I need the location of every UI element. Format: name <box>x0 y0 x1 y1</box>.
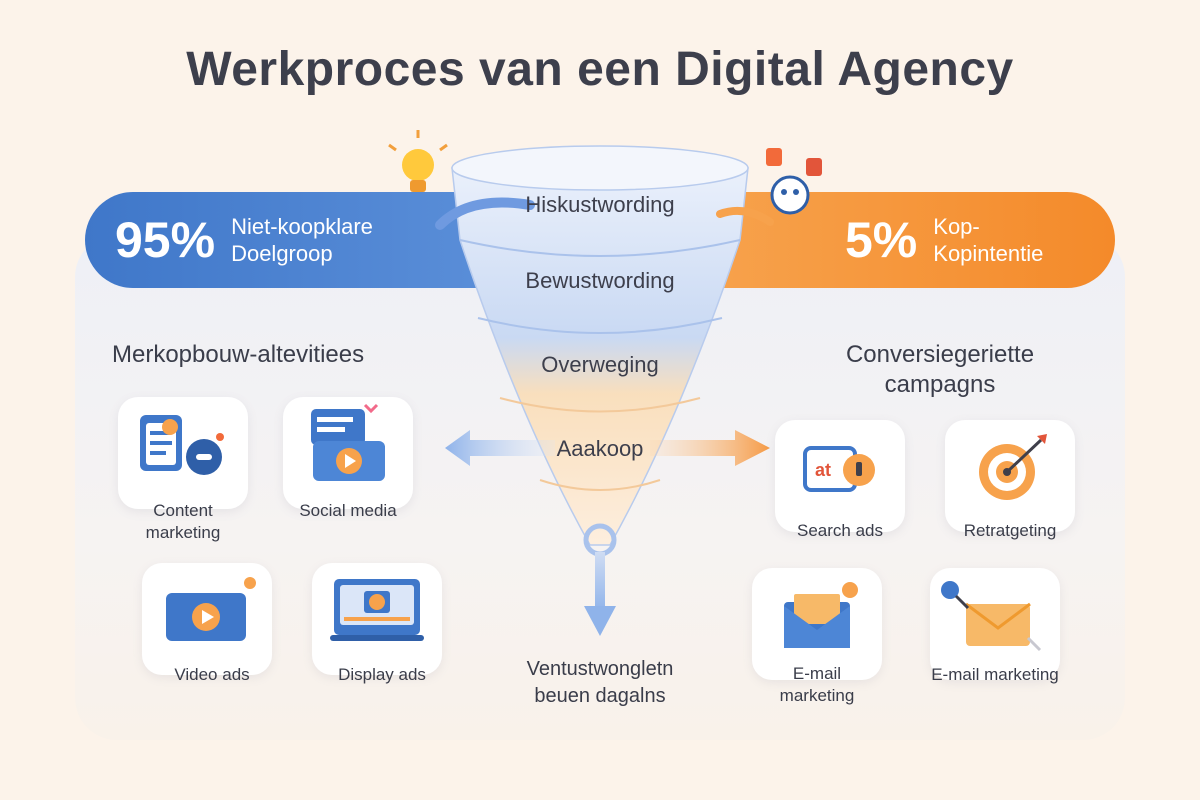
funnel-stage-2: Bewustwording <box>525 268 675 293</box>
card-search-ads-label: Search ads <box>755 520 925 542</box>
card-label-line1: Social media <box>299 501 397 520</box>
svg-text:at: at <box>815 460 831 480</box>
left-banner-label: Niet-koopklare Doelgroop <box>231 213 373 267</box>
card-display-ads[interactable] <box>312 563 442 675</box>
card-label-line2: marketing <box>779 686 855 705</box>
funnel-stage-1: Hiskustwording <box>525 192 675 217</box>
right-section-heading-line1: Conversiegeriette <box>845 341 1035 368</box>
funnel-stage-3: Overweging <box>541 352 659 377</box>
left-banner-label-line1: Niet-koopklare <box>231 214 373 239</box>
left-section-heading: Merkopbouw-altevitiees <box>112 341 365 368</box>
page-title: Werkproces van een Digital Agency <box>186 43 1014 96</box>
funnel-stage-4: Aaakoop <box>556 436 644 461</box>
card-label-line1: Display ads <box>338 665 426 684</box>
card-video-ads[interactable] <box>142 563 272 675</box>
card-label-line1: E-mail <box>792 664 842 683</box>
left-arrow <box>445 430 555 466</box>
content-document-icon <box>140 415 224 475</box>
email-envelope-icon <box>784 582 858 648</box>
card-video-ads-label: Video ads <box>127 664 297 686</box>
card-label-line1: Search ads <box>797 521 883 540</box>
card-retargeting[interactable] <box>945 420 1075 532</box>
target-icon <box>979 434 1047 500</box>
card-content-marketing-label: Content marketing <box>98 500 268 544</box>
card-label-line1: Content <box>153 501 213 520</box>
card-social-media[interactable] <box>283 397 413 509</box>
card-email-marketing-2[interactable] <box>930 568 1060 680</box>
funnel-body <box>451 167 749 546</box>
video-play-icon <box>166 577 256 641</box>
left-banner: 95% Niet-koopklare Doelgroop <box>85 192 505 288</box>
funnel-rim <box>451 145 749 191</box>
right-banner-label-line1: Kop- <box>933 214 980 239</box>
right-section-heading-line2: campagns <box>884 371 996 398</box>
swoosh-arrow <box>435 197 535 230</box>
card-search-ads[interactable]: at <box>775 420 905 532</box>
right-section-heading: Conversiegeriette campagns <box>790 340 1090 400</box>
right-banner-label-line2: Kopintentie <box>933 241 1044 266</box>
display-monitor-icon <box>330 579 424 641</box>
card-email-marketing-2-label: E-mail marketing <box>910 664 1080 686</box>
card-label-line2: marketing <box>145 523 221 542</box>
funnel-bottom-label: Ventustwongletn beuen dagalns <box>450 656 750 710</box>
card-content-marketing[interactable] <box>118 397 248 509</box>
email-search-icon <box>941 581 1042 652</box>
card-email-marketing-1[interactable] <box>752 568 882 680</box>
lightbulb-icon <box>388 130 448 192</box>
right-banner-percent: 5% <box>845 212 918 268</box>
social-media-play-icon <box>311 403 385 481</box>
funnel-bottom-label-line2: beuen dagalns <box>534 685 666 707</box>
right-banner-label: Kop- Kopintentie <box>933 213 1043 267</box>
mascot-icon <box>766 148 822 215</box>
search-at-icon: at <box>803 446 875 492</box>
card-label-line1: Retratgeting <box>963 521 1057 540</box>
card-social-media-label: Social media <box>263 500 433 522</box>
card-label-line1: Video ads <box>174 665 250 684</box>
card-email-marketing-1-label: E-mail marketing <box>732 663 902 707</box>
card-label-line1: E-mail marketing <box>931 665 1059 684</box>
card-retargeting-label: Retratgeting <box>925 520 1095 542</box>
funnel-bottom-label-line1: Ventustwongletn <box>526 658 674 680</box>
right-arrow <box>650 430 770 466</box>
left-banner-percent: 95% <box>115 212 216 268</box>
card-display-ads-label: Display ads <box>297 664 467 686</box>
down-arrow <box>583 523 617 636</box>
left-banner-label-line2: Doelgroop <box>231 241 333 266</box>
